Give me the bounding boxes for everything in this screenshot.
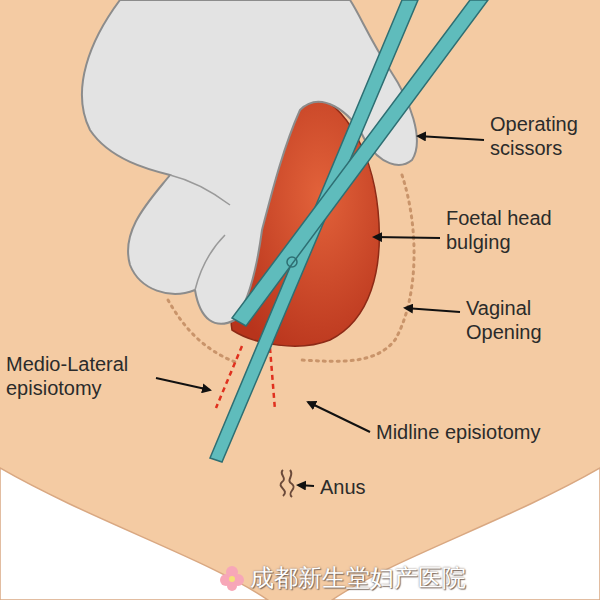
watermark: 成都新生堂妇产医院 bbox=[250, 564, 590, 592]
part-label: Foetal head bulging bbox=[446, 206, 576, 254]
leader-arrow bbox=[156, 378, 210, 390]
leader-arrow bbox=[374, 237, 440, 238]
part-label: Medio-Lateral episiotomy bbox=[6, 352, 152, 400]
leader-arrow bbox=[298, 485, 314, 486]
scissors-pivot bbox=[287, 257, 297, 267]
leader-arrow bbox=[405, 308, 460, 312]
body-edge bbox=[0, 468, 268, 600]
part-label: Vaginal Opening bbox=[466, 296, 576, 344]
watermark-flower bbox=[220, 566, 244, 591]
part-label: Anus bbox=[320, 475, 400, 499]
part-label: Midline episiotomy bbox=[376, 420, 590, 444]
leader-arrow bbox=[308, 402, 370, 432]
scissors-blade bbox=[232, 0, 488, 326]
anus-symbol bbox=[280, 470, 293, 497]
part-label: Operating scissors bbox=[490, 112, 596, 160]
finger-crease bbox=[170, 175, 230, 205]
midline-incision bbox=[270, 348, 275, 410]
finger-crease bbox=[195, 235, 225, 290]
leader-arrow bbox=[418, 136, 484, 140]
